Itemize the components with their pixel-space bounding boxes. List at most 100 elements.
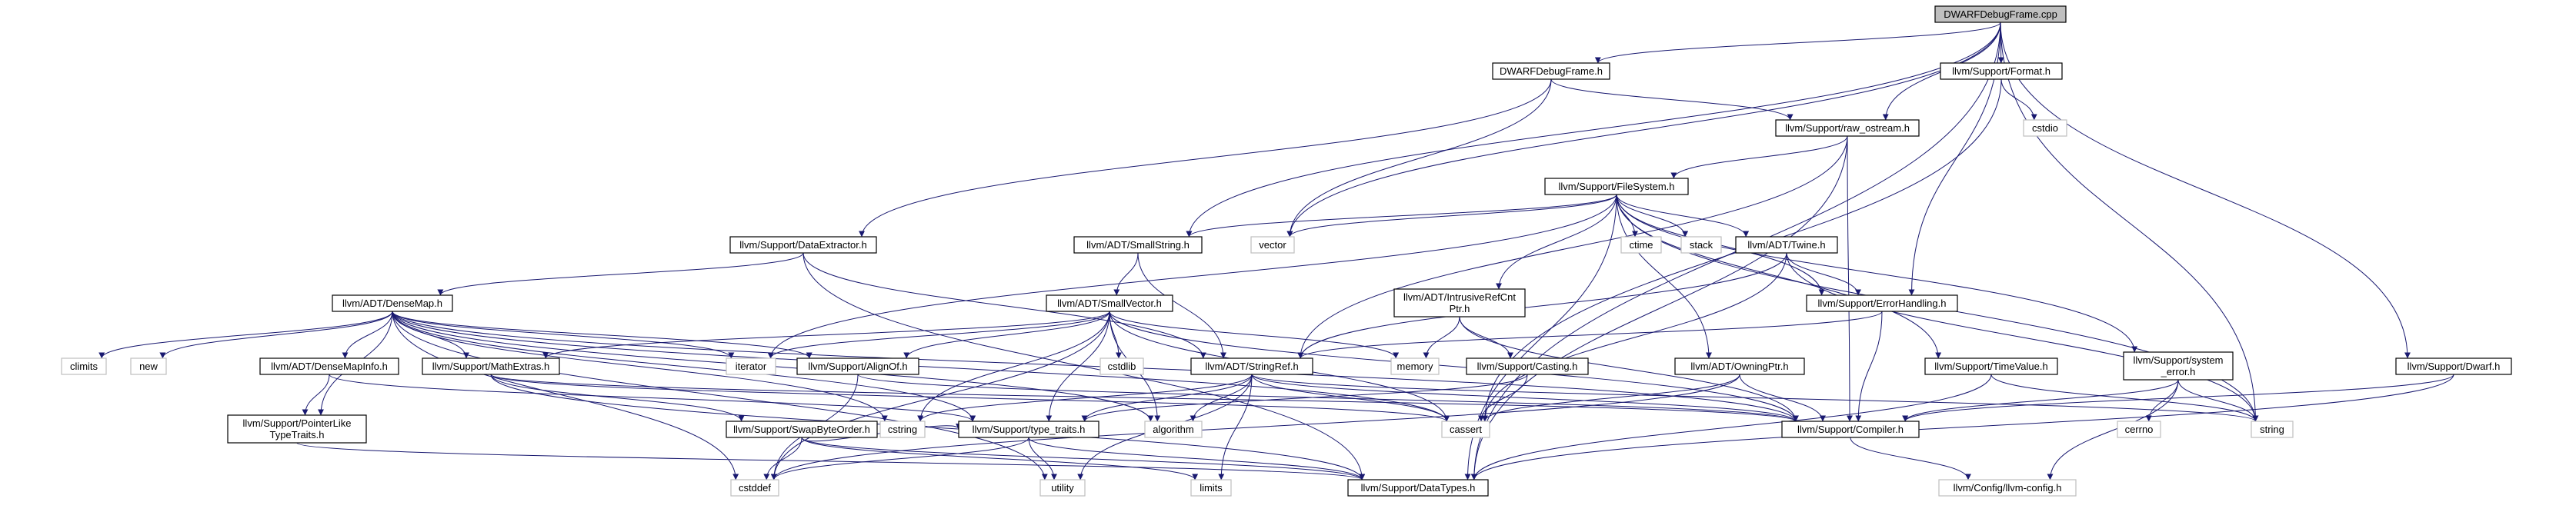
- node-label: llvm/Support/TimeValue.h: [1934, 361, 2047, 372]
- node-dwarf-h[interactable]: llvm/Support/Dwarf.h: [2395, 357, 2512, 375]
- node-cstddef: cstddef: [730, 479, 779, 497]
- node-box: [227, 414, 367, 444]
- edge-twine_h-to-cassert: [1481, 252, 1787, 422]
- node-stringref-h[interactable]: llvm/ADT/StringRef.h: [1190, 357, 1313, 375]
- node-label: climits: [70, 361, 98, 372]
- edge-stringref_h-to-string: [1251, 374, 2259, 422]
- node-compiler-h[interactable]: llvm/Support/Compiler.h: [1781, 421, 1920, 438]
- node-filesystem-h[interactable]: llvm/Support/FileSystem.h: [1544, 178, 1689, 195]
- node-box: [61, 357, 107, 375]
- edge-timevalue_h-to-string: [1990, 374, 2259, 422]
- edge-filesystem_h-to-smallstring_h: [1186, 194, 1617, 238]
- node-label: new: [139, 361, 158, 372]
- node-owningptr-h[interactable]: llvm/ADT/OwningPtr.h: [1674, 357, 1805, 375]
- edge-stringref_h-to-compiler_h: [1251, 374, 1799, 422]
- node-box: [1046, 294, 1173, 312]
- edge-swapbyteorder_h-to-limits: [801, 437, 1199, 480]
- node-label: utility: [1051, 482, 1074, 494]
- node-swapbyteorder-h[interactable]: llvm/Support/SwapByteOrder.h: [726, 421, 878, 438]
- node-label: algorithm: [1153, 424, 1193, 435]
- node-timevalue-h[interactable]: llvm/Support/TimeValue.h: [1924, 357, 2058, 375]
- node-label: memory: [1397, 361, 1433, 372]
- node-label: stack: [1690, 239, 1713, 251]
- edge-densemap_h-to-cassert: [392, 311, 1450, 422]
- edge-dwarfdebugframe_h-to-vector: [1286, 78, 1552, 238]
- edge-densemap_h-to-utility: [392, 311, 1048, 480]
- edge-dataextractor_h-to-densemap_h: [437, 252, 804, 296]
- node-twine-h[interactable]: llvm/ADT/Twine.h: [1735, 236, 1838, 254]
- node-box: [1039, 479, 1086, 497]
- edge-densemap_h-to-type_traits_h: [392, 311, 976, 422]
- node-format-h[interactable]: llvm/Support/Format.h: [1940, 62, 2063, 80]
- node-casting-h[interactable]: llvm/Support/Casting.h: [1466, 357, 1589, 375]
- node-box: [1938, 479, 2077, 497]
- node-system-error-h[interactable]: llvm/Support/system_error.h: [2123, 351, 2234, 381]
- node-box: [1674, 357, 1805, 375]
- node-label: llvm/Support/AlignOf.h: [808, 361, 907, 372]
- edge-swapbyteorder_h-to-datatypes_h: [801, 437, 1365, 480]
- node-cerrno: cerrno: [2117, 421, 2161, 438]
- node-datatypes-h[interactable]: llvm/Support/DataTypes.h: [1347, 479, 1489, 497]
- node-box: [1073, 236, 1203, 254]
- edge-densemap_h-to-compiler_h: [392, 311, 1799, 422]
- edge-compiler_h-to-llvm_config_h: [1850, 437, 1971, 480]
- edge-filesystem_h-to-twine_h: [1616, 194, 1750, 238]
- node-dataextractor-h[interactable]: llvm/Support/DataExtractor.h: [729, 236, 877, 254]
- node-box: [130, 357, 167, 375]
- node-label: cassert: [1450, 424, 1482, 435]
- edge-raw_ostream_h-to-datatypes_h: [1470, 135, 1848, 480]
- edge-raw_ostream_h-to-stringref_h: [1297, 135, 1848, 359]
- node-label: llvm/Support/raw_ostream.h: [1785, 122, 1910, 134]
- edge-root-to-dwarf_h: [2000, 22, 2411, 359]
- edge-densemap_h-to-iterator: [392, 311, 735, 359]
- node-label: llvm/Support/MathExtras.h: [432, 361, 549, 372]
- node-box: [1190, 479, 1232, 497]
- node-raw-ostream-h[interactable]: llvm/Support/raw_ostream.h: [1775, 119, 1920, 137]
- node-new: new: [130, 357, 167, 375]
- node-label: llvm/ADT/StringRef.h: [1205, 361, 1298, 372]
- node-llvm-config-h: llvm/Config/llvm-config.h: [1938, 479, 2077, 497]
- edge-dwarfdebugframe_h-to-dataextractor_h: [859, 78, 1552, 238]
- edge-smallvector_h-to-type_traits_h: [1046, 311, 1110, 422]
- node-box: [332, 294, 453, 312]
- node-box: [1544, 178, 1689, 195]
- node-label: llvm/Config/llvm-config.h: [1954, 482, 2062, 494]
- edge-smallvector_h-to-mathextras_h: [542, 311, 1110, 359]
- node-root[interactable]: DWARFDebugFrame.cpp: [1934, 5, 2067, 23]
- node-smallstring-h[interactable]: llvm/ADT/SmallString.h: [1073, 236, 1203, 254]
- edge-densemap_h-to-cstddef: [392, 311, 739, 480]
- node-box: [726, 421, 878, 438]
- node-errorhandling-h[interactable]: llvm/Support/ErrorHandling.h: [1806, 294, 1958, 312]
- node-densemapinfo-h[interactable]: llvm/ADT/DenseMapInfo.h: [259, 357, 399, 375]
- edge-filesystem_h-to-stack: [1616, 194, 1689, 238]
- node-label: llvm/ADT/SmallVector.h: [1057, 298, 1162, 309]
- edge-smallvector_h-to-compiler_h: [1109, 311, 1799, 422]
- node-box: [1934, 5, 2067, 23]
- edge-stringref_h-to-algorithm: [1190, 374, 1253, 422]
- node-densemap-h[interactable]: llvm/ADT/DenseMap.h: [332, 294, 453, 312]
- edge-type_traits_h-to-cstddef: [770, 437, 1029, 480]
- node-box: [1781, 421, 1920, 438]
- node-alignof-h[interactable]: llvm/Support/AlignOf.h: [796, 357, 919, 375]
- node-smallvector-h[interactable]: llvm/ADT/SmallVector.h: [1046, 294, 1173, 312]
- node-type-traits-h[interactable]: llvm/Support/type_traits.h: [958, 421, 1099, 438]
- node-label: DWARFDebugFrame.cpp: [1944, 8, 2057, 20]
- edge-smallvector_h-to-memory: [1109, 311, 1400, 359]
- edge-mathextras_h-to-swapbyteorder_h: [490, 374, 745, 422]
- node-box: [796, 357, 919, 375]
- edge-densemap_h-to-new: [159, 311, 393, 359]
- node-label: llvm/Support/Compiler.h: [1797, 424, 1904, 435]
- node-vector: vector: [1250, 236, 1295, 254]
- node-box: [259, 357, 399, 375]
- node-dwarfdebugframe-h[interactable]: DWARFDebugFrame.h: [1492, 62, 1610, 80]
- node-box: [1393, 288, 1526, 318]
- node-label: llvm/ADT/DenseMap.h: [342, 298, 442, 309]
- node-label: vector: [1259, 239, 1286, 251]
- node-iterator: iterator: [726, 357, 776, 375]
- node-label: llvm/Support/FileSystem.h: [1559, 181, 1675, 192]
- node-mathextras-h[interactable]: llvm/Support/MathExtras.h: [422, 357, 560, 375]
